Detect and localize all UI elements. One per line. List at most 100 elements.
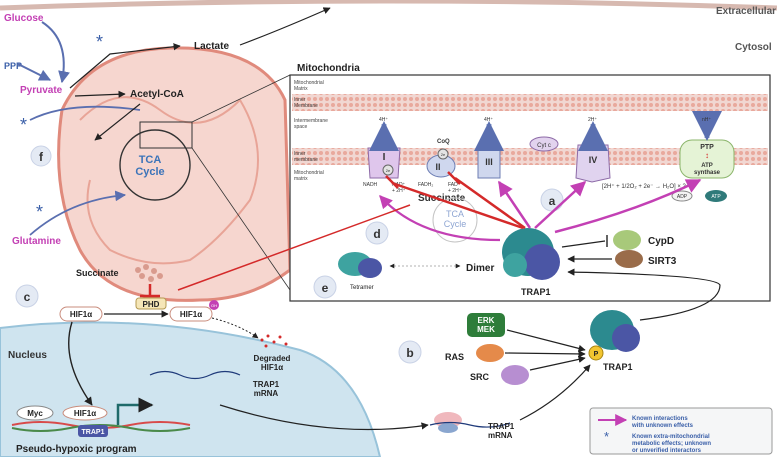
hif1a-nuclear-arrow (68, 321, 93, 406)
atp-badge (705, 190, 727, 202)
dimer-label: Dimer (466, 263, 494, 274)
transcription-start-arrow (116, 397, 154, 425)
trap1-mrna-cytosol (429, 421, 511, 428)
oxygen-equation: [2H⁺ + 1/2O₂ + 2e⁻ → H₂O] × 2 (602, 183, 687, 190)
pyruvate-to-lactate-arrow (69, 43, 181, 89)
legend-box (589, 407, 773, 455)
ribosome (434, 412, 462, 433)
degraded-fragments (260, 334, 288, 348)
glucose-arrow (41, 21, 70, 84)
phosphorylation-label: P (594, 351, 599, 358)
acetyl-coa-arrow (74, 90, 126, 98)
erk-mek-box (467, 313, 505, 337)
acetyl-coa-label: Acetyl-CoA (130, 89, 184, 100)
fad-label: FAD+ 2H⁺ (448, 182, 462, 194)
oh-label: OH (211, 303, 217, 308)
tetramer-label: Tetramer (350, 285, 374, 291)
panel-c-label: c (24, 290, 31, 304)
panel-d-marker (365, 221, 389, 245)
glutamine-arrow (29, 190, 127, 236)
myc-pill (16, 405, 54, 421)
ptp-label: PTP (700, 144, 714, 151)
succinate-label: Succinate (76, 268, 119, 278)
cristae (79, 96, 259, 265)
ptp-atp-double-arrow-icon: ↕ (705, 151, 709, 160)
fadh2-label: FADH₂ (418, 182, 433, 188)
extracellular-label: Extracellular Space (716, 6, 777, 17)
trap1-to-complex-iii (497, 180, 532, 229)
hif1a-nuclear-pill (62, 405, 108, 421)
trap1-dimer-structure (502, 228, 560, 280)
lactate-export-arrow (239, 7, 331, 46)
myc-label: Myc (27, 409, 43, 418)
ppp-arrow (17, 63, 52, 81)
panel-f-marker (30, 145, 52, 167)
plasma-membrane (0, 0, 777, 11)
phd-label: PHD (143, 300, 160, 309)
trap1-cytosol-structure (590, 310, 640, 352)
sirt3-label: SIRT3 (648, 256, 677, 267)
ras-structure (476, 344, 504, 362)
phosphorylation-badge (588, 345, 604, 361)
trap1-gene-label: TRAP1 (82, 429, 105, 436)
coq-label: CoQ (437, 139, 450, 145)
electron-label: 2e (386, 168, 391, 173)
src-label: SRC (470, 372, 490, 382)
proton-label: 4H⁺ (379, 117, 388, 123)
hif1a-oh-label: HIF1α (180, 310, 202, 319)
acetyl-to-tca-arrow (94, 103, 141, 141)
cytosol-label: Cytosol (735, 42, 772, 53)
cypd-inhibition (561, 240, 606, 248)
cypd-label: CypD (648, 236, 674, 247)
cytochrome-c (529, 136, 559, 152)
nucleus (0, 321, 382, 457)
tca-cycle-ring (119, 129, 191, 201)
erk-arrow (506, 329, 586, 352)
panel-b-label: b (406, 346, 413, 360)
trap1-gene-box (78, 425, 108, 437)
zoom-line-bottom (191, 147, 291, 291)
panel-f-label: f (39, 150, 44, 164)
nadh-label: NADH (363, 182, 378, 188)
ras-arrow (504, 350, 586, 358)
inner-membrane-bottom (292, 148, 768, 165)
proton-label: 4H⁺ (484, 117, 493, 123)
trap1-to-complex-iv (534, 180, 587, 229)
phd-box (135, 297, 167, 310)
lactate-label: Lactate (194, 41, 229, 52)
src-arrow (529, 355, 586, 371)
translation-arrow (519, 364, 591, 421)
panel-d-label: d (373, 227, 380, 241)
panel-a-label: a (549, 194, 556, 208)
src-structure (501, 365, 529, 385)
complex-iii-label: III (485, 157, 493, 167)
hif1a-label: HIF1α (70, 310, 92, 319)
star-icon: * (96, 32, 103, 52)
mitochondria-inset-title: Mitochondria (297, 63, 360, 74)
pseudo-hypoxic-label: Pseudo-hypoxic program (16, 444, 137, 455)
adp-badge (671, 190, 693, 202)
complex-iv-label: IV (589, 155, 598, 165)
mito-import-arrow (567, 268, 721, 321)
hif1a-pill (59, 306, 103, 322)
mrna-export-arrow (219, 404, 429, 431)
succinate-inset-label: Succinate (418, 193, 466, 204)
trap1-tetramer-structure (338, 252, 382, 278)
inhibit-complex-i (391, 181, 524, 230)
star-icon: * (20, 115, 27, 135)
cyt-c-label: Cyt c (537, 143, 551, 149)
panel-b-marker (398, 340, 422, 364)
